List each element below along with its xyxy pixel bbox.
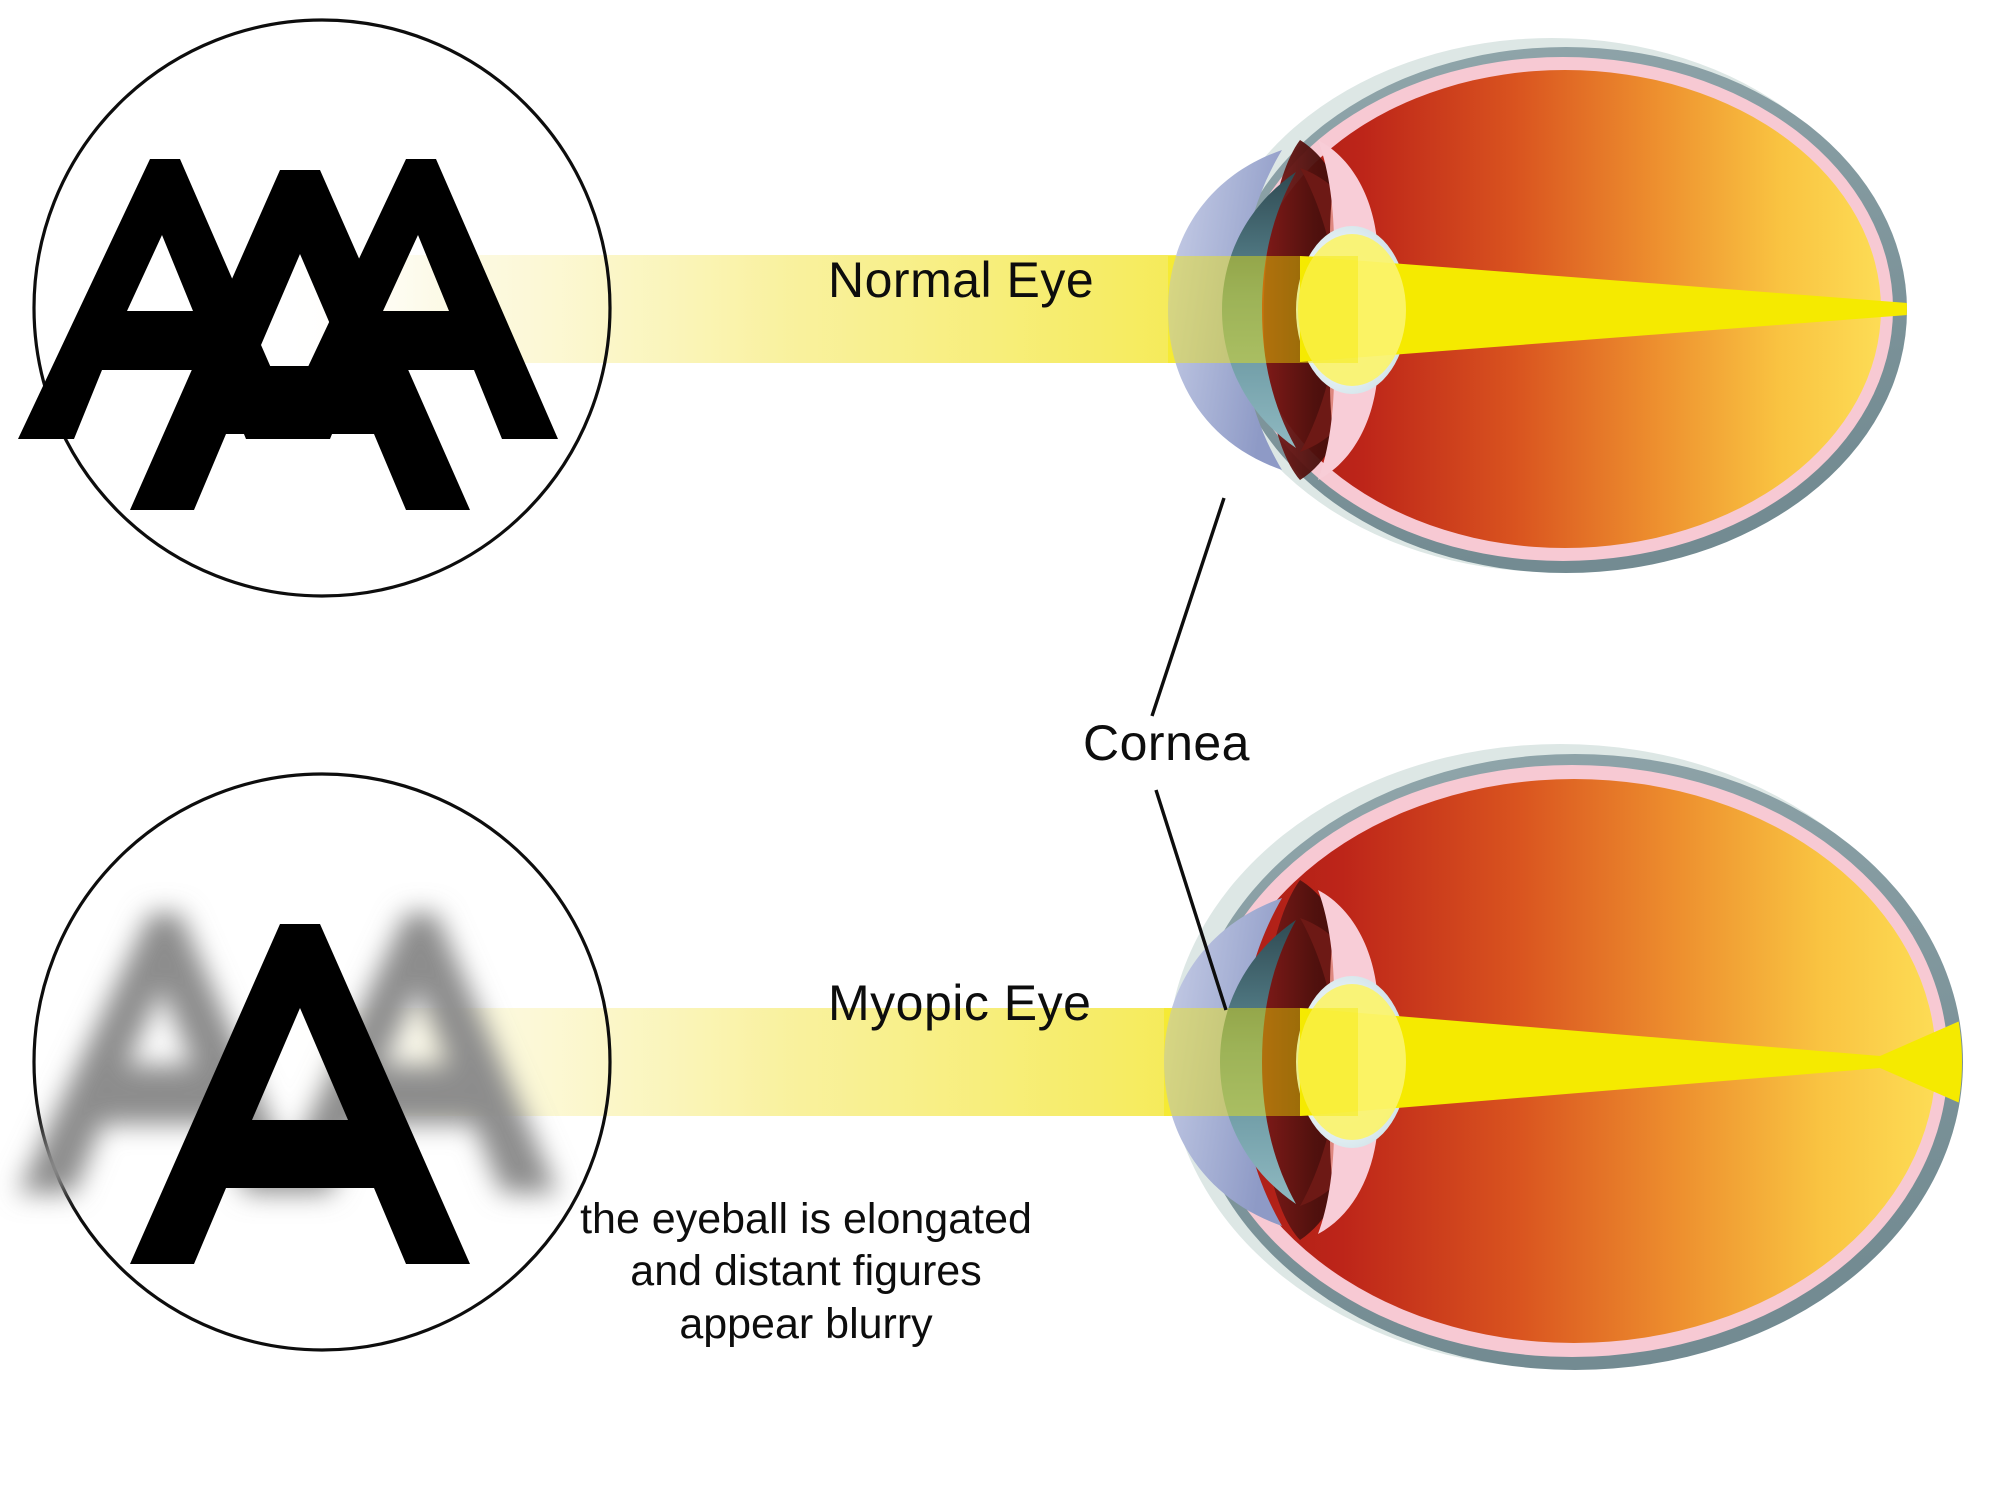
beam-overlay-myopic xyxy=(1164,1008,1358,1116)
vision-circle-sharp xyxy=(32,18,612,598)
caption-myopia-description: the eyeball is elongated and distant fig… xyxy=(556,1193,1056,1350)
light-beam-normal-internal xyxy=(1300,256,1907,362)
beam-overlay-normal xyxy=(1168,256,1358,363)
letter-sharp-center xyxy=(130,924,470,1264)
cornea-leader-line-myopic xyxy=(1154,789,1228,1011)
vision-target-sharp xyxy=(18,18,612,598)
vision-circle-blurry xyxy=(32,772,612,1352)
label-myopic-eye: Myopic Eye xyxy=(828,975,1092,1031)
light-beam-myopic-internal xyxy=(1300,1008,1962,1116)
lens-glow-normal xyxy=(1298,234,1406,386)
lens-glow-myopic xyxy=(1298,984,1406,1140)
caption-line-1: the eyeball is elongated xyxy=(580,1195,1032,1243)
label-normal-eye: Normal Eye xyxy=(828,252,1095,308)
aqueous-humour-normal xyxy=(1222,172,1296,448)
vision-target-blurry xyxy=(18,772,612,1352)
letters-sharp xyxy=(18,159,558,510)
caption-line-3: appear blurry xyxy=(679,1299,933,1348)
label-cornea: Cornea xyxy=(1083,715,1250,771)
caption-line-2: and distant figures xyxy=(630,1247,982,1296)
cornea-leader-line-normal xyxy=(1150,497,1226,717)
aqueous-humour-myopic xyxy=(1220,920,1296,1204)
